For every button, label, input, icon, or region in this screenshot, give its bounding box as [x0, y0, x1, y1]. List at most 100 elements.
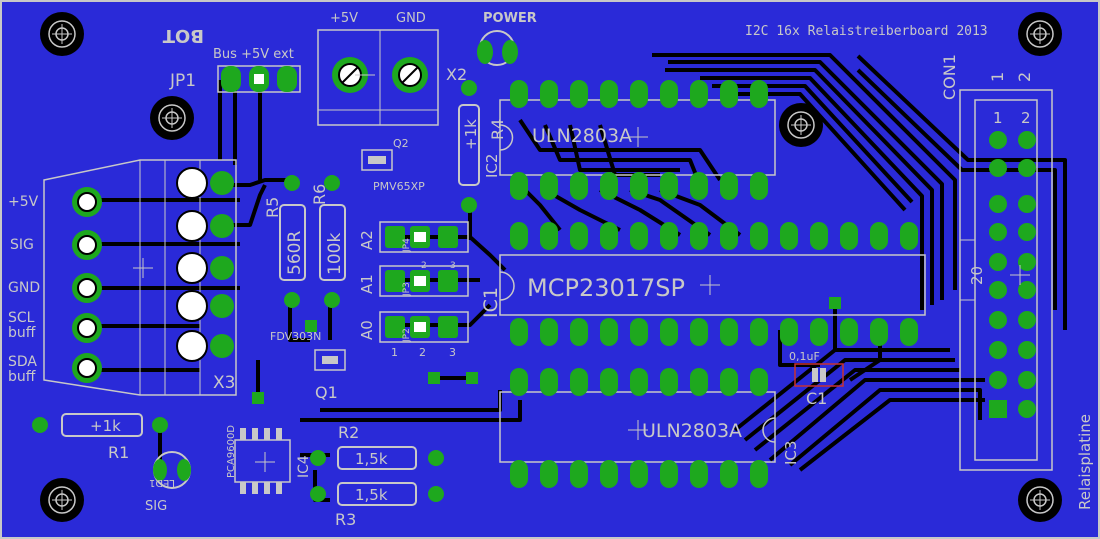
a2-label: A2 — [358, 230, 376, 250]
r1-value: +1k — [90, 417, 121, 435]
address-row: A2 JP4 — [358, 221, 469, 253]
ic4: PCA9600D IC4 — [226, 425, 312, 494]
resistor-r1: +1k R1 — [32, 413, 168, 462]
led1-name: LED1 — [149, 477, 175, 488]
capacitor-c1: 0,1uF C1 — [789, 297, 844, 408]
resistor-r5: 560R R5 — [263, 175, 306, 308]
traces — [100, 53, 1067, 502]
resistor-r3: 1,5k R3 — [310, 482, 444, 529]
r6-value: 100k — [325, 233, 345, 275]
col-1: 1 — [391, 346, 398, 359]
r1-name: R1 — [108, 443, 129, 462]
x3-pin-1: +5V — [8, 194, 39, 210]
via — [466, 372, 478, 384]
con1-pin2-top: 2 — [1015, 72, 1034, 82]
mounting-holes — [40, 12, 1062, 522]
x3-pin-3: GND — [8, 280, 40, 296]
led-sig-label: SIG — [145, 499, 167, 514]
q2-name: Q2 — [393, 137, 409, 150]
transistor-q1: FDV303N Q1 — [270, 320, 346, 402]
jp2-label: JP2 — [402, 328, 412, 343]
a0-label: A0 — [358, 320, 376, 340]
x2-label: X2 — [446, 65, 467, 84]
x3-pins — [72, 167, 234, 383]
ic2: ULN2803A IC2 — [483, 80, 776, 200]
q1-name: Q1 — [315, 383, 338, 402]
r5-value: 560R — [285, 231, 305, 275]
r4-value: +1k — [462, 119, 480, 150]
mounting-hole — [779, 103, 823, 147]
col-2: 2 — [419, 346, 426, 359]
ic3-part: ULN2803A — [642, 420, 742, 442]
address-jumpers: A2 JP4 A1 JP3 A0 JP2 1 2 3 2 3 — [358, 221, 469, 359]
con1-pin1-top: 1 — [988, 72, 1007, 82]
ic2-name: IC2 — [483, 154, 501, 178]
resistor-r6: 100k R6 — [310, 175, 346, 308]
r3-value: 1,5k — [355, 486, 388, 504]
origin-markers — [133, 74, 375, 278]
mounting-hole — [1018, 12, 1062, 56]
q2-part: PMV65XP — [373, 180, 425, 193]
layer-label: BOT — [162, 25, 204, 46]
mounting-hole — [40, 478, 84, 522]
mounting-hole — [1018, 478, 1062, 522]
led-sig: LED1 SIG — [145, 451, 191, 514]
jp1-desc: Bus +5V ext — [213, 47, 294, 62]
ic1-part: MCP23017SP — [527, 274, 685, 302]
power-plus-label: +5V — [330, 11, 358, 26]
board-title: I2C 16x Relaistreiberboard 2013 — [745, 24, 988, 39]
r3-name: R3 — [335, 510, 356, 529]
side-label: Relaisplatine — [1076, 414, 1094, 510]
address-row: A0 JP2 — [358, 311, 469, 343]
jumper-jp1: Bus +5V ext JP1 — [169, 47, 301, 93]
r6-name: R6 — [310, 184, 329, 205]
via — [252, 392, 264, 404]
col-2b: 2 — [421, 261, 427, 271]
r2-name: R2 — [338, 423, 359, 442]
address-row: A1 JP3 — [358, 265, 469, 297]
ic1-pins — [510, 222, 918, 346]
transistor-q2: Q2 PMV65XP — [361, 137, 425, 193]
c1-name: C1 — [806, 389, 827, 408]
power-terminal: +5V GND X2 — [317, 11, 467, 126]
mounting-hole — [40, 12, 84, 56]
mounting-hole — [150, 96, 194, 140]
ic2-pins — [510, 80, 768, 200]
ic3-name: IC3 — [782, 441, 800, 465]
r4-name: R4 — [488, 119, 507, 140]
via — [428, 372, 440, 384]
con1-pin1: 1 — [993, 109, 1003, 127]
jp1-name: JP1 — [169, 71, 196, 91]
power-led: POWER — [477, 11, 537, 66]
power-led-label: POWER — [483, 11, 537, 26]
c1-value: 0,1uF — [789, 350, 820, 363]
ic1: MCP23017SP IC1 — [480, 222, 926, 346]
r5-name: R5 — [263, 197, 282, 218]
col-3b: 3 — [450, 261, 456, 271]
x3-pin-2: SIG — [10, 237, 34, 253]
a1-label: A1 — [358, 274, 376, 294]
jp4-label: JP4 — [402, 238, 412, 253]
col-3: 3 — [449, 346, 456, 359]
con1-pin20: 20 — [968, 266, 986, 285]
con1-name: CON1 — [940, 54, 959, 100]
ic1-name: IC1 — [480, 287, 502, 318]
connector-con1: CON1 1 2 1 2 20 — [940, 54, 1053, 471]
ic4-part: PCA9600D — [226, 425, 237, 478]
ic2-part: ULN2803A — [532, 125, 632, 147]
ic3: ULN2803A IC3 — [499, 368, 800, 488]
resistor-r4: +1k R4 — [458, 80, 507, 213]
r2-value: 1,5k — [355, 450, 388, 468]
con1-pin2: 2 — [1021, 109, 1031, 127]
resistor-r2: 1,5k R2 — [310, 423, 444, 470]
power-gnd-label: GND — [396, 11, 426, 26]
ic3-pins — [510, 368, 768, 488]
con1-pins — [989, 131, 1036, 418]
x3-name: X3 — [213, 373, 235, 393]
ic4-name: IC4 — [296, 455, 312, 478]
q1-part: FDV303N — [270, 330, 321, 343]
